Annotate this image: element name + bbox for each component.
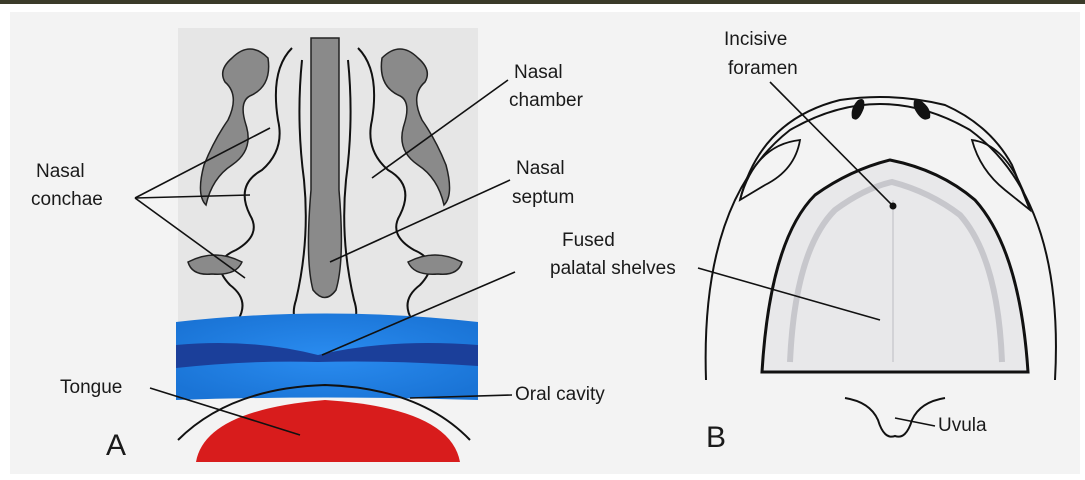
label-oral-cavity: Oral cavity (515, 384, 605, 405)
label-tongue: Tongue (60, 377, 122, 398)
label-incisive-line1: Incisive (724, 29, 787, 50)
label-fused-line2: palatal shelves (550, 258, 676, 279)
label-uvula: Uvula (938, 415, 987, 436)
incisive-mark-left (852, 99, 865, 120)
label-nasal-chamber-line1: Nasal (514, 62, 563, 83)
left-concha-inferior (188, 255, 242, 274)
right-concha-inferior (408, 255, 462, 274)
label-incisive-line2: foramen (728, 58, 798, 79)
panel-letter-a: A (106, 429, 126, 462)
right-cheek-fold (972, 140, 1030, 210)
label-nasal-conchae-line1: Nasal (36, 161, 85, 182)
tongue-shape (196, 400, 460, 462)
panel-b: Incisive foramen Uvula B (698, 29, 1056, 454)
label-nasal-septum-line2: septum (512, 187, 574, 208)
uvula-shape (845, 398, 945, 437)
label-nasal-chamber-line2: chamber (509, 90, 584, 111)
panel-a: Nasal conchae Nasal chamber Nasal septum… (31, 28, 676, 462)
label-nasal-septum-line1: Nasal (516, 158, 565, 179)
panel-letter-b: B (706, 421, 726, 454)
label-fused-line1: Fused (562, 230, 615, 251)
label-nasal-conchae-line2: conchae (31, 189, 103, 210)
